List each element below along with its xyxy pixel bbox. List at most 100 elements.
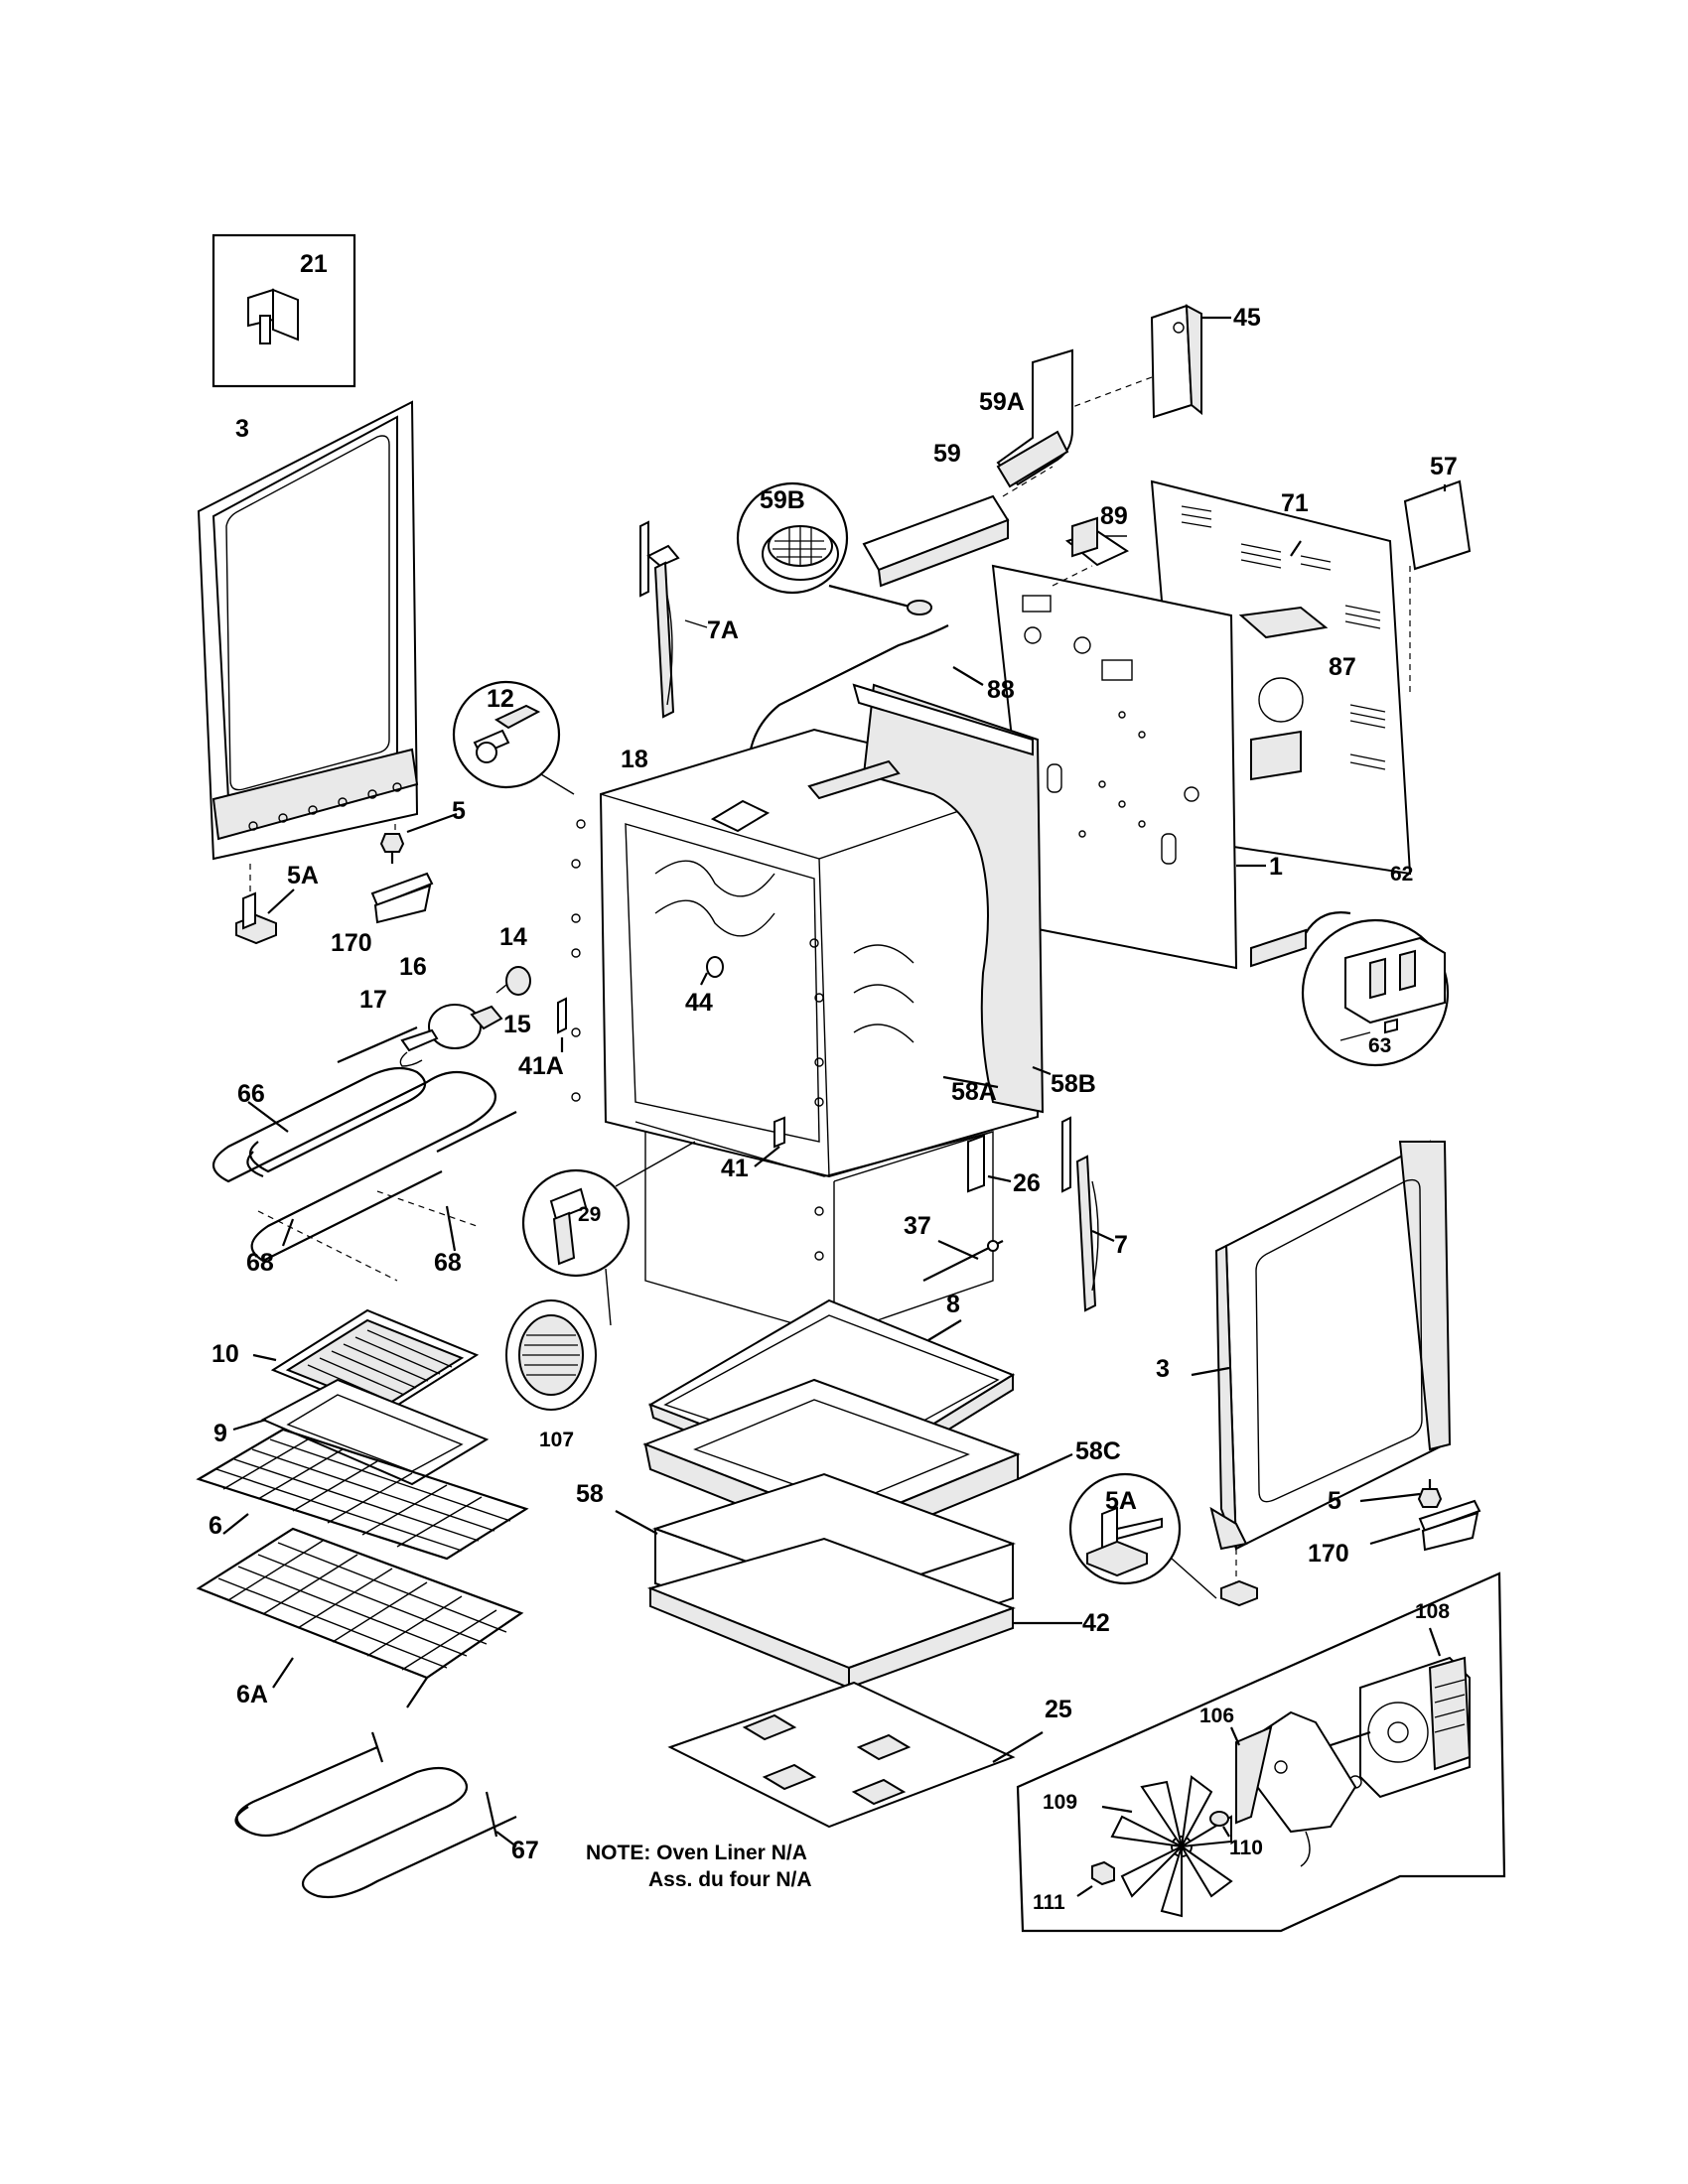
callout-labels: 21 45 3 59A 57 59 71 59B 89 7A 87 88 12 … bbox=[209, 250, 1458, 1914]
label-108: 108 bbox=[1415, 1600, 1450, 1623]
part-170-bracket-right bbox=[1369, 1499, 1481, 1552]
label-15: 15 bbox=[503, 1011, 531, 1038]
part-89-bracket bbox=[1064, 516, 1130, 567]
part-3-right-side-panel bbox=[1191, 1140, 1452, 1583]
note: NOTE: Oven Liner N/A Ass. du four N/A bbox=[586, 1842, 812, 1891]
part-67-bake-element bbox=[234, 1731, 517, 1899]
label-3-left: 3 bbox=[235, 415, 249, 443]
label-41: 41 bbox=[721, 1155, 749, 1182]
label-41a: 41A bbox=[518, 1052, 564, 1080]
part-29-callout bbox=[521, 1141, 696, 1326]
part-59b-vent-callout bbox=[736, 481, 932, 615]
label-42: 42 bbox=[1082, 1609, 1110, 1637]
label-89: 89 bbox=[1100, 502, 1128, 530]
label-37: 37 bbox=[904, 1212, 931, 1240]
part-111-nut bbox=[1076, 1860, 1115, 1897]
label-26: 26 bbox=[1013, 1169, 1041, 1197]
label-7a: 7A bbox=[707, 616, 739, 644]
note-line-1: NOTE: Oven Liner N/A bbox=[586, 1842, 807, 1864]
part-5a-leveler-left bbox=[235, 888, 295, 945]
part-7-hinge bbox=[1061, 1116, 1115, 1312]
label-29: 29 bbox=[578, 1203, 601, 1226]
part-5a-leveler-callout bbox=[1068, 1472, 1258, 1607]
label-6: 6 bbox=[209, 1512, 222, 1540]
part-107-fan-cover bbox=[505, 1299, 597, 1411]
part-6a-rack bbox=[196, 1527, 524, 1708]
part-110-washer bbox=[1209, 1811, 1230, 1838]
label-3-right: 3 bbox=[1156, 1355, 1170, 1383]
label-5-left: 5 bbox=[452, 797, 466, 825]
label-57: 57 bbox=[1430, 453, 1458, 480]
label-110: 110 bbox=[1229, 1837, 1263, 1859]
label-7: 7 bbox=[1114, 1231, 1128, 1259]
label-58a: 58A bbox=[951, 1078, 997, 1106]
part-62-terminal-callout bbox=[1250, 911, 1450, 1067]
label-45: 45 bbox=[1233, 304, 1261, 332]
label-68-left: 68 bbox=[246, 1249, 274, 1277]
label-87: 87 bbox=[1329, 653, 1356, 681]
label-62: 62 bbox=[1390, 863, 1413, 886]
label-1: 1 bbox=[1269, 853, 1283, 881]
note-line-2: Ass. du four N/A bbox=[648, 1868, 812, 1891]
part-25-lower-panel bbox=[667, 1681, 1044, 1829]
part-108-convection-fan-inset bbox=[1016, 1571, 1506, 1933]
label-16: 16 bbox=[399, 953, 427, 981]
label-5a-right: 5A bbox=[1105, 1487, 1137, 1515]
label-25: 25 bbox=[1045, 1696, 1072, 1723]
part-26-hinge-receiver bbox=[967, 1134, 1012, 1193]
part-59a-duct bbox=[996, 348, 1073, 488]
label-17: 17 bbox=[359, 986, 387, 1014]
label-170-left: 170 bbox=[331, 929, 372, 957]
part-42-bottom-panel bbox=[646, 1537, 1082, 1690]
label-59a: 59A bbox=[979, 388, 1025, 416]
label-58: 58 bbox=[576, 1480, 604, 1508]
part-21-inset bbox=[211, 233, 356, 388]
part-5-screw-left bbox=[379, 812, 458, 864]
part-88-wire bbox=[748, 624, 984, 755]
label-88: 88 bbox=[987, 676, 1015, 704]
label-59b: 59B bbox=[760, 486, 805, 514]
label-5-right: 5 bbox=[1328, 1487, 1341, 1515]
part-16-light-assembly bbox=[399, 966, 531, 1067]
label-67: 67 bbox=[511, 1837, 539, 1864]
label-44: 44 bbox=[685, 989, 713, 1017]
oven-cavity-assembly bbox=[557, 683, 1052, 1336]
label-58b: 58B bbox=[1051, 1070, 1096, 1098]
label-8: 8 bbox=[946, 1291, 960, 1318]
label-170-right: 170 bbox=[1308, 1540, 1349, 1568]
label-63: 63 bbox=[1368, 1034, 1391, 1057]
label-66: 66 bbox=[237, 1080, 265, 1108]
label-12: 12 bbox=[487, 685, 514, 713]
part-1-back-panel bbox=[991, 564, 1266, 970]
label-68-right: 68 bbox=[434, 1249, 462, 1277]
label-6a: 6A bbox=[236, 1681, 268, 1708]
part-57-label bbox=[1403, 479, 1472, 695]
label-59: 59 bbox=[933, 440, 961, 468]
part-68-brackets bbox=[257, 1190, 478, 1282]
part-41-bracket bbox=[754, 1116, 785, 1167]
label-21: 21 bbox=[300, 250, 328, 278]
part-170-bracket-left bbox=[370, 872, 434, 924]
part-3-left-side-panel bbox=[197, 400, 419, 923]
label-18: 18 bbox=[621, 746, 648, 773]
label-58c: 58C bbox=[1075, 1437, 1121, 1465]
label-71: 71 bbox=[1281, 489, 1309, 517]
label-14: 14 bbox=[499, 923, 527, 951]
label-9: 9 bbox=[213, 1420, 227, 1447]
part-5-screw-right bbox=[1359, 1479, 1443, 1508]
part-66-broil-element bbox=[211, 1025, 517, 1263]
label-106: 106 bbox=[1199, 1705, 1234, 1727]
label-109: 109 bbox=[1043, 1791, 1077, 1814]
label-111: 111 bbox=[1033, 1891, 1065, 1914]
part-37-sensor bbox=[922, 1239, 1004, 1282]
label-5a-left: 5A bbox=[287, 862, 319, 889]
label-107: 107 bbox=[539, 1429, 574, 1451]
part-9-broiler-pan bbox=[232, 1378, 490, 1486]
part-59-duct bbox=[862, 466, 1054, 588]
label-10: 10 bbox=[211, 1340, 239, 1368]
part-45-cover bbox=[1071, 304, 1231, 419]
part-6-rack bbox=[196, 1428, 529, 1561]
part-106-fan-bracket bbox=[1229, 1710, 1357, 1867]
part-109-fan-blade bbox=[1101, 1775, 1233, 1918]
